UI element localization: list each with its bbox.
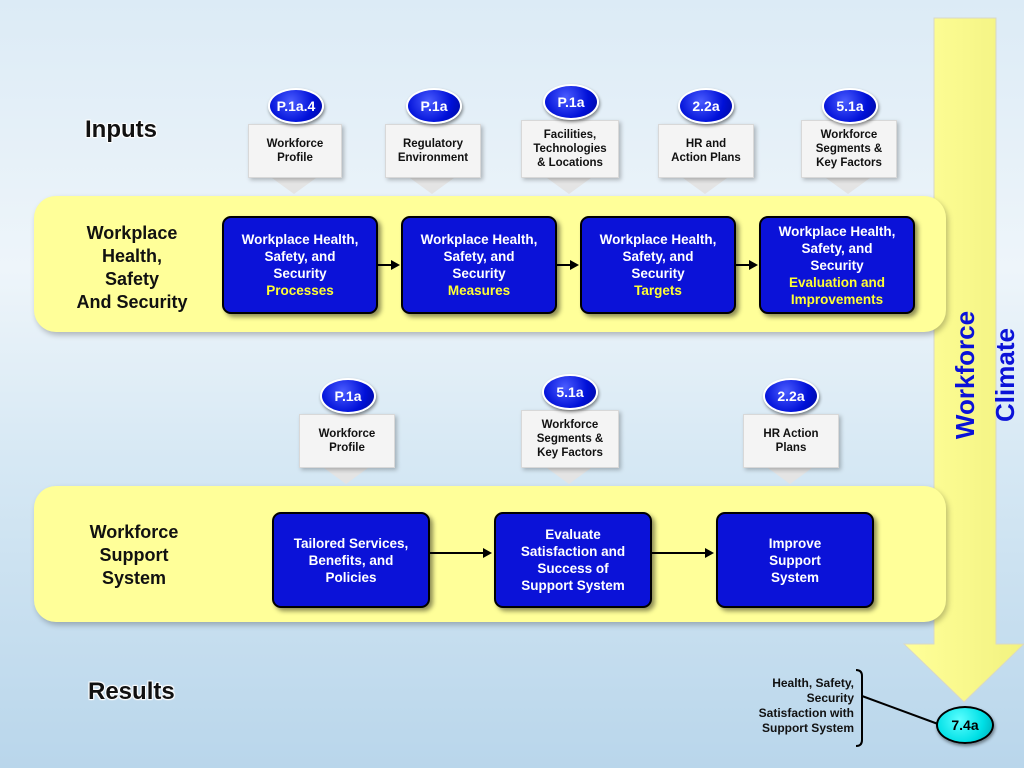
input-pointer	[547, 178, 591, 194]
flow-arrow-head	[483, 548, 492, 558]
flow-arrow	[651, 552, 706, 554]
reference-badge: P.1a	[543, 84, 599, 120]
reference-badge: P.1a	[320, 378, 376, 414]
input-facilities: Facilities,Technologies& Locations	[521, 120, 619, 178]
flow-arrow	[429, 552, 484, 554]
reference-badge: P.1a.4	[268, 88, 324, 124]
flow-arrow-head	[391, 260, 400, 270]
flow-arrow-head	[705, 548, 714, 558]
reference-badge: 5.1a	[542, 374, 598, 410]
flow-arrow-head	[570, 260, 579, 270]
flow-arrow	[735, 264, 750, 266]
reference-badge: 2.2a	[763, 378, 819, 414]
workplace-health-title: Workplace Health, Safety And Security	[76, 223, 188, 312]
result-reference-badge: 7.4a	[936, 706, 994, 744]
input-pointer	[826, 178, 870, 194]
flow-arrow	[556, 264, 571, 266]
workforce-support-title: Workforce Support System	[89, 522, 179, 588]
input-pointer	[272, 178, 316, 194]
results-heading: Results	[88, 678, 175, 705]
input-pointer	[683, 178, 727, 194]
inputs-heading: Inputs	[85, 116, 157, 143]
reference-badge: 5.1a	[822, 88, 878, 124]
workforce-climate-label: Workforce Climate	[950, 310, 1020, 440]
result-bracket-connector	[855, 669, 939, 747]
input-pointer	[768, 468, 812, 484]
reference-badge: 2.2a	[678, 88, 734, 124]
input-pointer	[324, 468, 368, 484]
flow-arrow	[377, 264, 392, 266]
flow-arrow-head	[749, 260, 758, 270]
input-pointer	[410, 178, 454, 194]
input-pointer	[547, 468, 591, 484]
reference-badge: P.1a	[406, 88, 462, 124]
